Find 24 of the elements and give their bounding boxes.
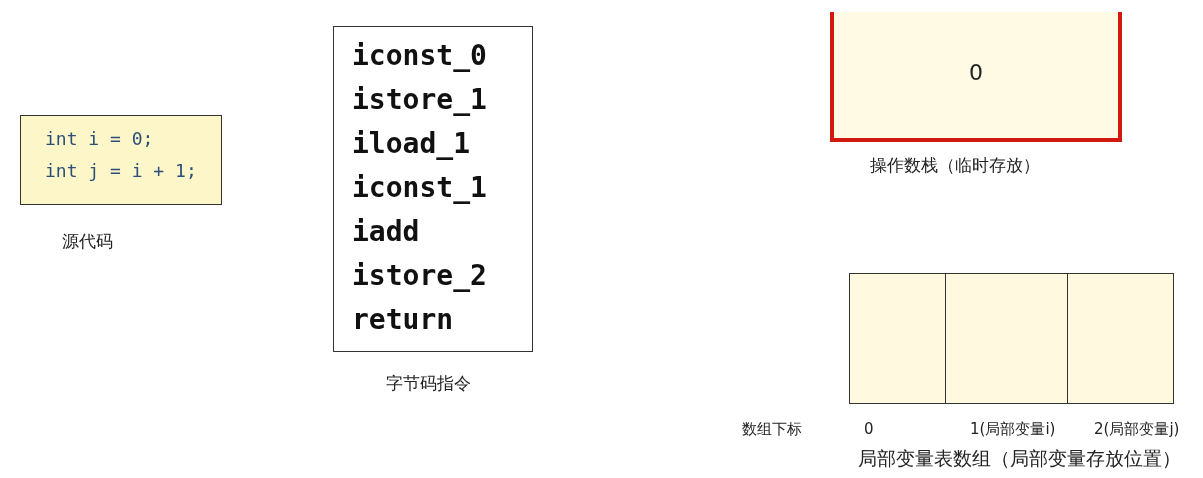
operand-stack bbox=[830, 12, 1122, 142]
code-line: int i = 0; bbox=[45, 128, 154, 149]
index-label: 数组下标 bbox=[742, 420, 802, 439]
source-code-box bbox=[20, 115, 222, 205]
bytecode-instruction: return bbox=[352, 303, 454, 336]
bytecode-instruction: istore_1 bbox=[352, 83, 487, 116]
index-label: 1(局部变量i) bbox=[970, 420, 1056, 439]
index-label: 2(局部变量j) bbox=[1094, 420, 1180, 439]
array-slot bbox=[1067, 273, 1174, 404]
array-slot bbox=[849, 273, 946, 404]
code-line: int j = i + 1; bbox=[45, 160, 197, 181]
bytecode-instruction: iconst_1 bbox=[352, 171, 487, 204]
caption: 局部变量表数组（局部变量存放位置） bbox=[858, 446, 1181, 471]
array-slot bbox=[945, 273, 1068, 404]
bytecode-listing-box bbox=[333, 26, 533, 352]
index-label: 0 bbox=[864, 420, 874, 438]
bytecode-instruction: iadd bbox=[352, 215, 420, 248]
node-label: 字节码指令 bbox=[386, 372, 471, 395]
node-label: 操作数栈（临时存放） bbox=[870, 154, 1040, 177]
node-label: 源代码 bbox=[62, 230, 113, 253]
bytecode-instruction: iload_1 bbox=[352, 127, 470, 160]
stack-value: 0 bbox=[968, 60, 984, 85]
bytecode-instruction: istore_2 bbox=[352, 259, 487, 292]
bytecode-instruction: iconst_0 bbox=[352, 39, 487, 72]
